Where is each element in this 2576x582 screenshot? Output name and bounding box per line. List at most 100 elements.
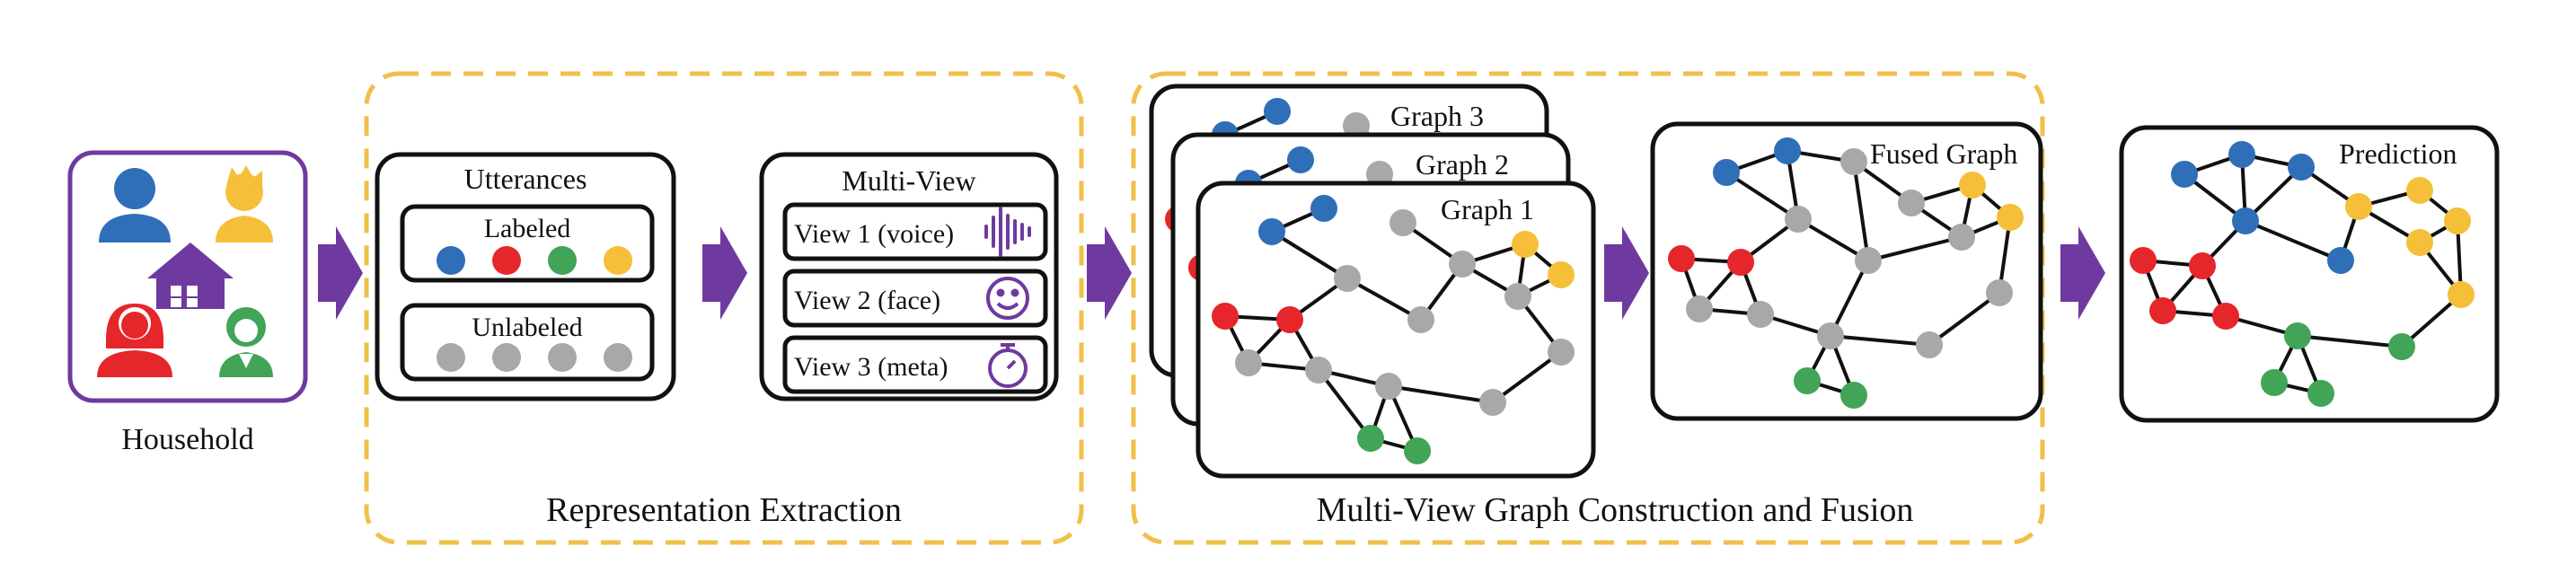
graph-node [1305,357,1332,384]
graph-edge [1852,161,1870,261]
stopwatch-icon [988,343,1028,388]
graph-node [1548,339,1575,366]
graph-node [1785,206,1812,233]
graph-node [2232,207,2259,234]
graph-node [2212,303,2239,330]
graph-node [1817,322,1844,349]
graph-node [2406,229,2433,256]
flow-arrows [318,226,2105,320]
unlabeled-dots [437,343,632,372]
graph-node [1310,195,1337,222]
graph-node [2448,281,2475,308]
view-1-label: View 1 (voice) [794,219,954,249]
graph-stack: Graph 3 Graph 2 Graph 1 [1149,84,1596,479]
arrow-right-icon [1087,226,1132,320]
graph-node [1794,367,1821,394]
graph-node [1334,265,1361,292]
graph-node [1512,231,1539,258]
graph-node [2149,297,2176,324]
labeled-dots [437,246,632,275]
graph-node [1686,295,1713,322]
graph-node [1916,331,1943,358]
view-2-label: View 2 (face) [794,286,940,315]
graph-node [2288,154,2315,181]
graph-edge [1928,291,2001,347]
house-icon [147,242,234,309]
graph-node [1504,283,1531,310]
graph-node [2444,207,2471,234]
graph-3-title: Graph 3 [1390,100,1484,132]
graph-node [1668,245,1695,272]
prediction-title: Prediction [2339,137,2457,170]
graph-node [1407,306,1434,333]
graph-node [1997,204,2024,231]
view-3-box [782,335,1048,394]
utterance-dot [492,246,521,275]
graph-node [1404,437,1431,464]
graph-node [2345,193,2372,220]
graph-node [1212,303,1239,330]
man-icon [99,168,171,242]
graph-node [2284,322,2311,349]
utterances-title: Utterances [464,163,587,195]
fused-graph-title: Fused Graph [1870,137,2017,170]
fusion-section-label: Multi-View Graph Construction and Fusion [1317,491,1914,529]
graph-node [1389,209,1416,236]
prediction-card: Prediction [2119,125,2500,423]
graph-node [1449,251,1476,278]
graph-node [1840,148,1867,175]
graph-edge [2245,219,2342,262]
graph-node [1855,247,1882,274]
graph-edge [1830,334,1930,347]
household-label: Household [121,423,253,456]
fusion-section-frame [1131,71,2045,545]
utterances-panel: Utterances Labeled Unlabeled [375,152,676,401]
graph-node [1235,349,1262,376]
graph-node [1840,382,1867,409]
graph-node [2261,369,2288,396]
graph-node [1727,249,1754,276]
graph-node [1986,279,2013,306]
multiview-panel: Multi-View View 1 (voice) View 2 (face) … [759,152,1059,401]
graph-edge [1867,235,1963,262]
arrow-right-icon [1604,226,1649,320]
graph-node [1548,261,1575,288]
graph-edge [1317,368,1372,440]
utterance-dot [548,246,577,275]
arrow-right-icon [2060,226,2105,320]
view-3-label: View 3 (meta) [794,352,948,382]
graph-node [2130,247,2157,274]
graph-edge [1725,171,1800,221]
boy-icon [216,165,273,242]
utterance-dot [437,246,465,275]
graph-node [2307,380,2334,407]
labeled-title: Labeled [484,214,571,243]
graph-node [1287,146,1314,173]
graph-node [1948,224,1975,251]
graph-edge [2297,334,2403,348]
arrow-right-icon [318,226,363,320]
graph-node [2388,333,2415,360]
graph-node [1713,159,1740,186]
unlabeled-title: Unlabeled [472,313,582,342]
graph-edge [1491,350,1563,404]
graph-node [1276,306,1303,333]
utterance-dot [604,343,632,372]
extraction-section-frame [364,71,1084,545]
utterance-dot [604,246,632,275]
graph-edge [1346,277,1422,322]
arrow-right-icon [702,226,747,320]
graph-node [2171,161,2198,188]
graph-node [2327,247,2354,274]
graph-node [2406,177,2433,204]
utterance-dot [548,343,577,372]
graph-node [1258,218,1285,245]
graph-1-title: Graph 1 [1441,193,1534,225]
graph-edge [1829,260,1870,337]
graph-node [1357,425,1384,452]
graph-node [1898,190,1925,216]
graph-node [2228,141,2255,168]
voice-waveform-icon [984,207,1031,257]
view-1-box [782,202,1048,261]
